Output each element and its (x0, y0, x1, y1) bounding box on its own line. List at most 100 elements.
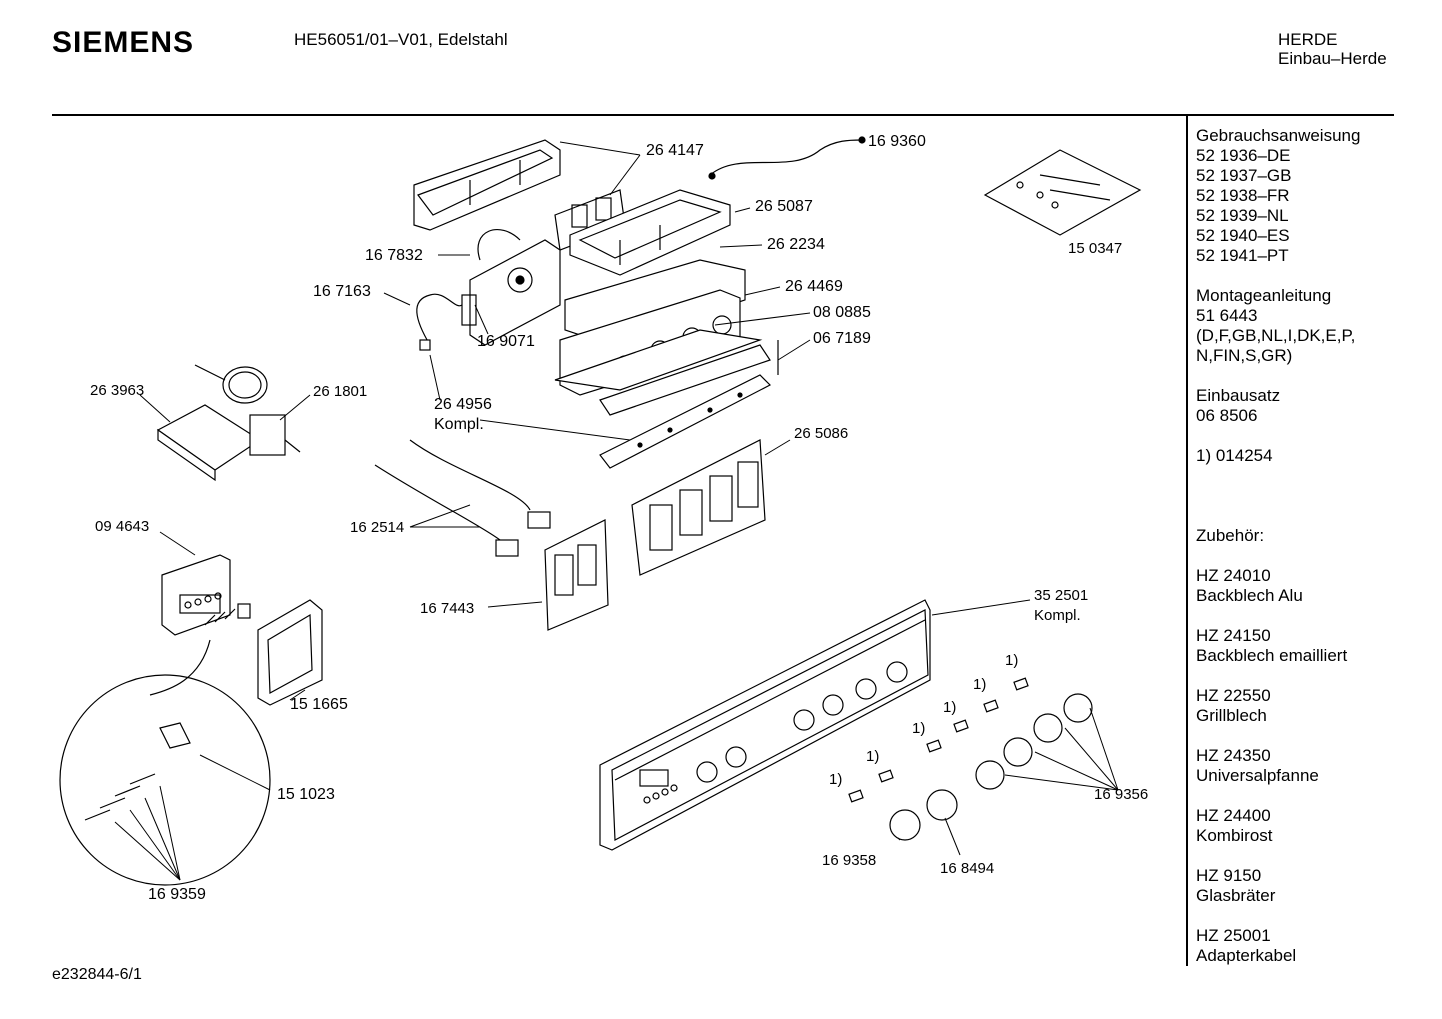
screw-bag-150347 (983, 149, 1142, 236)
label-265086: 26 5086 (794, 425, 849, 442)
sidebar-line: HZ 24010 (1196, 566, 1271, 585)
sidebar-line: 52 1939–NL (1196, 206, 1289, 225)
sidebar-line: Adapterkabel (1196, 946, 1297, 965)
knobs-169356 (975, 693, 1093, 790)
sidebar-line: HZ 24150 (1196, 626, 1271, 645)
bracket-167443 (544, 519, 609, 631)
category-line-1: HERDE (1278, 30, 1338, 49)
bracket-265086 (631, 439, 766, 576)
label-167832: 16 7832 (365, 247, 423, 264)
label-167443: 16 7443 (420, 600, 475, 617)
header-rule (52, 114, 1394, 116)
document-code: e232844-6/1 (52, 966, 142, 983)
sidebar-line: Grillblech (1196, 706, 1267, 725)
label-352501: 35 2501 (1034, 587, 1089, 604)
category: HERDE Einbau–Herde (1278, 30, 1387, 68)
wires-162514 (374, 439, 551, 557)
label-265087: 26 5087 (755, 198, 813, 215)
leader-lines (114, 141, 1119, 881)
footnote-marker: 1) (912, 720, 926, 737)
label-168494: 16 8494 (940, 860, 995, 877)
footnote-marker: 1) (866, 748, 880, 765)
sidebar-line: 52 1938–FR (1196, 186, 1290, 205)
brand-logo: SIEMENS (52, 26, 195, 59)
sidebar-line: 06 8506 (1196, 406, 1258, 425)
sidebar-block (1196, 486, 1396, 506)
sidebar-line: Backblech emailliert (1196, 646, 1348, 665)
footnote-marker: 1) (1005, 652, 1019, 669)
label-080885: 08 0885 (813, 304, 871, 321)
label-150347: 15 0347 (1068, 240, 1123, 257)
sidebar-line: 52 1937–GB (1196, 166, 1292, 185)
sidebar-line: Glasbräter (1196, 886, 1276, 905)
sidebar-line: N,FIN,S,GR) (1196, 346, 1293, 365)
footnote-marker: 1) (943, 699, 957, 716)
model-title: HE56051/01–V01, Edelstahl (294, 30, 508, 49)
tray-265087 (569, 189, 731, 276)
category-line-2: Einbau–Herde (1278, 49, 1387, 68)
label-264956: 26 4956 (434, 396, 492, 413)
sidebar-line: Universalpfanne (1196, 766, 1319, 785)
label-263963: 26 3963 (90, 382, 145, 399)
switch-frame-264469 (554, 259, 771, 416)
switch-module-167832 (416, 229, 561, 351)
label-kompl-352501: Kompl. (1034, 607, 1081, 624)
label-262234: 26 2234 (767, 236, 825, 253)
exploded-view-diagram (59, 136, 1142, 886)
label-169356: 16 9356 (1094, 786, 1149, 803)
sidebar-line: HZ 9150 (1196, 866, 1262, 885)
label-169071: 16 9071 (477, 333, 535, 350)
sidebar-line: Einbausatz (1196, 386, 1281, 405)
sidebar-line: HZ 25001 (1196, 926, 1271, 945)
sidebar-line: Zubehör: (1196, 526, 1265, 545)
footnote-marker: 1) (829, 771, 843, 788)
sidebar-line: HZ 24400 (1196, 806, 1271, 825)
knob-169358 (889, 809, 921, 841)
detail-magnifier (59, 639, 271, 886)
sidebar-block: Zubehör: (1196, 526, 1396, 546)
sidebar-line: HZ 22550 (1196, 686, 1271, 705)
frame-151665 (257, 599, 323, 706)
label-162514: 16 2514 (350, 519, 405, 536)
sidebar-rule (1186, 116, 1188, 966)
label-151665: 15 1665 (290, 696, 348, 713)
footnote-marker: 1) (973, 676, 987, 693)
label-151023: 15 1023 (277, 786, 335, 803)
sidebar-line: (D,F,GB,NL,I,DK,E,P, (1196, 326, 1356, 345)
sidebar-line: Kombirost (1196, 826, 1273, 845)
label-094643: 09 4643 (95, 518, 150, 535)
sidebar-line: 1) 014254 (1196, 446, 1273, 465)
label-264147: 26 4147 (646, 142, 704, 159)
label-167163: 16 7163 (313, 283, 371, 300)
label-169360: 16 9360 (868, 133, 926, 150)
label-261801: 26 1801 (313, 383, 368, 400)
label-169358: 16 9358 (822, 852, 877, 869)
label-067189: 06 7189 (813, 330, 871, 347)
sidebar-line: Montageanleitung (1196, 286, 1332, 305)
front-panel-352501 (599, 599, 931, 851)
label-169359: 16 9359 (148, 886, 206, 903)
sidebar-line: HZ 24350 (1196, 746, 1271, 765)
sidebar-line: 52 1941–PT (1196, 246, 1289, 265)
knob-168494 (926, 789, 958, 821)
label-kompl-264956: Kompl. (434, 416, 484, 433)
label-264469: 26 4469 (785, 278, 843, 295)
strip-264956 (599, 374, 772, 469)
sidebar-block: 1) 014254 (1196, 446, 1396, 466)
sidebar-line: Backblech Alu (1196, 586, 1303, 605)
cover-tabs (848, 677, 1029, 803)
control-unit-094643 (161, 554, 251, 636)
thermostat-263963 (156, 364, 301, 482)
sidebar-line: 52 1936–DE (1196, 146, 1291, 165)
